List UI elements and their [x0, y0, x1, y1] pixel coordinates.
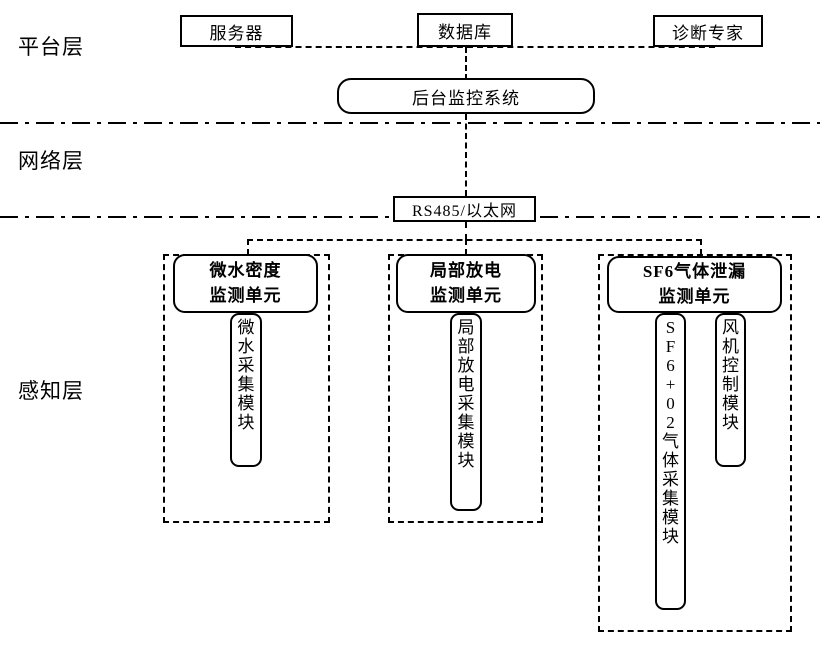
node-backend-monitor[interactable]: 后台监控系统	[337, 78, 595, 114]
layer-label-sensing: 感知层	[18, 379, 84, 403]
connector-drop-group-1	[247, 239, 249, 255]
divider-platform-network	[0, 122, 820, 124]
module-char: 块	[237, 413, 255, 433]
node-database-label: 数据库	[438, 22, 492, 42]
module-fan-control[interactable]: 风 机 控 制 模 块	[715, 313, 746, 467]
module-char: 局	[457, 318, 475, 337]
module-char: 制	[722, 375, 739, 395]
module-sf6-o2-gas-collect[interactable]: S F 6 + 0 2 气 体 采 集 模 块	[655, 313, 686, 610]
module-char: 2	[666, 413, 675, 433]
layer-label-platform: 平台层	[18, 35, 84, 59]
module-char: 放	[457, 356, 475, 376]
module-char: 0	[666, 394, 675, 414]
sensing-group-sf6-gas-leak	[598, 254, 792, 632]
node-diagnostic-expert[interactable]: 诊断专家	[653, 15, 763, 47]
module-partial-discharge-collect[interactable]: 局 部 放 电 采 集 模 块	[450, 313, 482, 511]
module-char: 采	[237, 356, 255, 376]
connector-drop-group-2	[465, 239, 467, 255]
layer-label-network: 网络层	[18, 149, 84, 173]
module-char: 部	[457, 337, 475, 357]
node-backend-monitor-label: 后台监控系统	[412, 88, 520, 108]
unit-header-line1: 微水密度	[209, 260, 282, 280]
module-char: 体	[662, 451, 679, 471]
module-char: +	[665, 375, 676, 395]
module-char: 集	[457, 413, 475, 433]
node-database[interactable]: 数据库	[417, 13, 513, 47]
module-char: 集	[237, 375, 255, 395]
module-char: 模	[662, 508, 679, 528]
module-char: 模	[722, 394, 739, 414]
unit-header-line2: 监测单元	[658, 286, 731, 306]
module-char: F	[665, 337, 676, 357]
unit-header-line2: 监测单元	[209, 285, 282, 305]
sensing-distribution-bus	[247, 239, 702, 241]
node-server-label: 服务器	[209, 23, 264, 43]
module-char: 电	[457, 375, 475, 395]
node-server[interactable]: 服务器	[180, 15, 293, 47]
connector-drop-group-3	[700, 239, 702, 255]
unit-header-micro-water-density[interactable]: 微水密度 监测单元	[173, 254, 318, 313]
module-char: 模	[237, 394, 255, 414]
module-char: S	[665, 318, 676, 337]
module-char: 模	[457, 432, 475, 452]
connector-network-bus-to-distribution	[465, 222, 467, 240]
unit-header-line1: 局部放电	[430, 260, 502, 280]
node-network-bus-label: RS485/以太网	[411, 203, 518, 220]
module-char: 控	[722, 356, 739, 376]
module-char: 采	[457, 394, 475, 414]
module-char: 采	[662, 470, 679, 490]
connector-backend-to-network-bus	[465, 114, 467, 196]
module-char: 块	[722, 413, 739, 433]
module-micro-water-collect[interactable]: 微 水 采 集 模 块	[230, 313, 262, 467]
unit-header-line2: 监测单元	[430, 285, 502, 305]
unit-header-line1: SF6气体泄漏	[642, 261, 747, 281]
connector-database-to-backend	[465, 47, 467, 80]
module-char: 块	[457, 451, 475, 471]
module-char: 机	[722, 337, 739, 357]
unit-header-partial-discharge[interactable]: 局部放电 监测单元	[396, 254, 536, 313]
node-diagnostic-expert-label: 诊断专家	[672, 23, 744, 43]
module-char: 6	[666, 356, 675, 376]
module-char: 块	[662, 527, 679, 547]
platform-horizontal-bus	[235, 46, 715, 48]
unit-header-sf6-gas-leak[interactable]: SF6气体泄漏 监测单元	[607, 256, 782, 313]
node-network-bus[interactable]: RS485/以太网	[393, 196, 536, 222]
module-char: 风	[722, 318, 739, 337]
module-char: 水	[237, 337, 255, 357]
module-char: 微	[237, 318, 255, 337]
module-char: 气	[662, 432, 679, 452]
module-char: 集	[662, 489, 679, 509]
